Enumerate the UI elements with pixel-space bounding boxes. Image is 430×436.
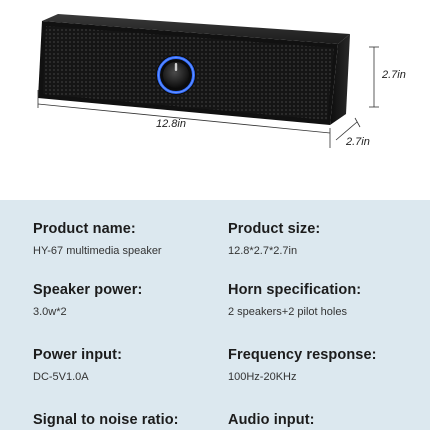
speaker-end-face bbox=[330, 34, 350, 125]
spec-speaker-power: Speaker power: 3.0w*2 bbox=[33, 282, 213, 318]
spec-label: Signal to noise ratio: bbox=[33, 412, 179, 428]
spec-value: DC-5V1.0A bbox=[33, 371, 89, 383]
spec-label: Power input: bbox=[33, 347, 122, 363]
spec-product-name: Product name: HY-67 multimedia speaker bbox=[33, 221, 213, 257]
spec-label: Product size: bbox=[228, 221, 321, 237]
length-label: 12.8in bbox=[156, 118, 186, 130]
spec-value: 2 speakers+2 pilot holes bbox=[228, 306, 347, 318]
spec-horn-specification: Horn specification: 2 speakers+2 pilot h… bbox=[228, 282, 408, 318]
spec-audio-input: Audio input: bbox=[228, 412, 408, 436]
spec-label: Product name: bbox=[33, 221, 136, 237]
spec-value: 3.0w*2 bbox=[33, 306, 67, 318]
specifications-panel: Product name: HY-67 multimedia speaker P… bbox=[0, 200, 430, 430]
speaker-top-face bbox=[42, 14, 350, 44]
spec-power-input: Power input: DC-5V1.0A bbox=[33, 347, 213, 383]
spec-frequency-response: Frequency response: 100Hz-20KHz bbox=[228, 347, 408, 383]
spec-value: 100Hz-20KHz bbox=[228, 371, 297, 383]
spec-label: Speaker power: bbox=[33, 282, 143, 298]
spec-label: Horn specification: bbox=[228, 282, 362, 298]
depth-dimension bbox=[335, 117, 361, 141]
height-label: 2.7in bbox=[382, 69, 406, 81]
spec-label: Frequency response: bbox=[228, 347, 377, 363]
spec-signal-noise-ratio: Signal to noise ratio: bbox=[33, 412, 213, 436]
spec-label: Audio input: bbox=[228, 412, 315, 428]
height-dimension bbox=[369, 46, 379, 108]
product-image-area: 2.7in 12.8in 2.7in bbox=[0, 0, 430, 200]
spec-product-size: Product size: 12.8*2.7*2.7in bbox=[228, 221, 408, 257]
speaker-illustration bbox=[37, 14, 379, 148]
depth-label: 2.7in bbox=[346, 136, 370, 148]
spec-value: 12.8*2.7*2.7in bbox=[228, 245, 298, 257]
length-dimension bbox=[37, 90, 331, 148]
spec-value: HY-67 multimedia speaker bbox=[33, 245, 162, 257]
volume-knob bbox=[156, 55, 196, 95]
